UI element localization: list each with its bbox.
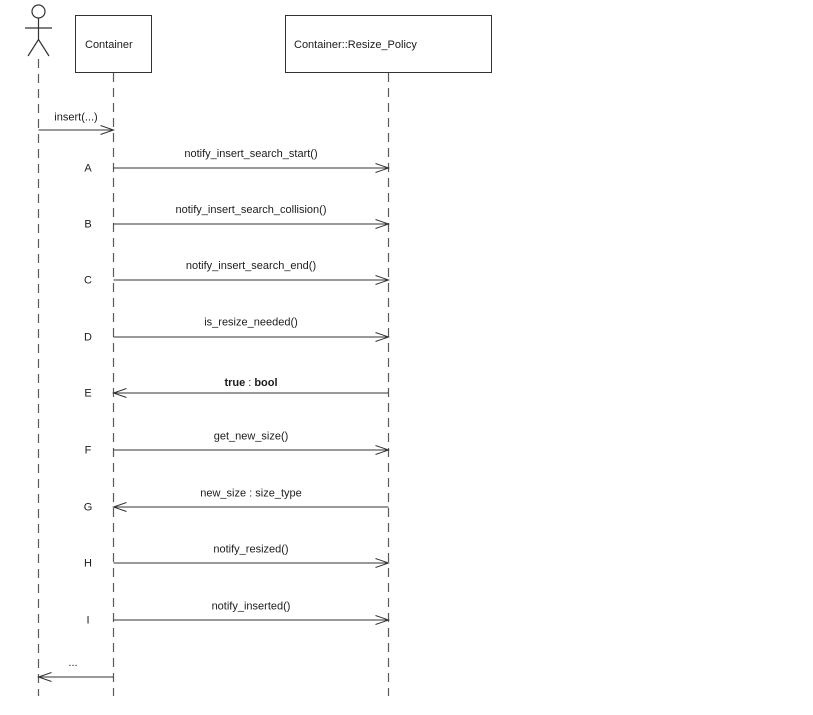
message-tag: I (86, 615, 89, 627)
message-label: true:bool (224, 377, 277, 389)
message-tag: H (84, 558, 92, 570)
message-label: new_size : size_type (200, 488, 302, 500)
return-colon: : (248, 377, 251, 389)
message-label: ... (68, 657, 77, 669)
arrowhead-right-icon (100, 125, 116, 135)
message-tag: G (84, 502, 93, 514)
message-insert: insert(...) (38, 112, 116, 135)
arrowhead-right-icon (375, 445, 391, 455)
arrowhead-right-icon (375, 163, 391, 173)
message-label: notify_insert_search_collision() (175, 204, 326, 216)
message-tag: A (84, 163, 92, 175)
message-label: notify_inserted() (212, 601, 291, 613)
message-g: G new_size : size_type (84, 488, 389, 514)
participant-resize-policy-box (285, 15, 492, 73)
arrowhead-right-icon (375, 219, 391, 229)
message-tag: F (85, 445, 92, 457)
message-tag: E (84, 388, 91, 400)
arrowhead-left-icon (111, 502, 127, 512)
message-i: I notify_inserted() (86, 601, 391, 627)
message-a: A notify_insert_search_start() (84, 148, 391, 175)
participant-container: Container (75, 15, 152, 696)
message-b: B notify_insert_search_collision() (84, 204, 391, 231)
message-label: get_new_size() (214, 431, 289, 443)
message-label: notify_insert_search_start() (184, 148, 317, 160)
arrowhead-right-icon (375, 615, 391, 625)
message-label: notify_resized() (213, 544, 288, 556)
message-e: E true:bool (84, 377, 389, 400)
message-h: H notify_resized() (84, 544, 391, 570)
return-type: bool (254, 377, 277, 389)
message-f: F get_new_size() (85, 431, 391, 457)
arrowhead-left-icon (111, 388, 127, 398)
actor-leg-left (27, 39, 40, 57)
stick-figure-actor-icon (25, 4, 52, 57)
message-label: insert(...) (54, 112, 97, 124)
actor-leg-right (37, 39, 50, 57)
arrowhead-right-icon (375, 558, 391, 568)
actor-head (31, 4, 46, 19)
participant-container-label: Container (85, 39, 133, 51)
message-label: is_resize_needed() (204, 317, 298, 329)
participant-resize-policy: Container::Resize_Policy (285, 15, 492, 696)
arrowhead-left-icon (36, 672, 52, 682)
return-value: true (224, 377, 245, 389)
message-c: C notify_insert_search_end() (84, 260, 391, 287)
message-label: notify_insert_search_end() (186, 260, 316, 272)
message-tag: B (84, 219, 91, 231)
message-final-return: ... (36, 657, 114, 682)
actor (25, 4, 52, 696)
participant-container-box (75, 15, 152, 73)
message-tag: D (84, 332, 92, 344)
arrowhead-right-icon (375, 332, 391, 342)
message-tag: C (84, 275, 92, 287)
message-d: D is_resize_needed() (84, 317, 391, 344)
arrowhead-right-icon (375, 275, 391, 285)
participant-resize-policy-label: Container::Resize_Policy (294, 39, 417, 51)
